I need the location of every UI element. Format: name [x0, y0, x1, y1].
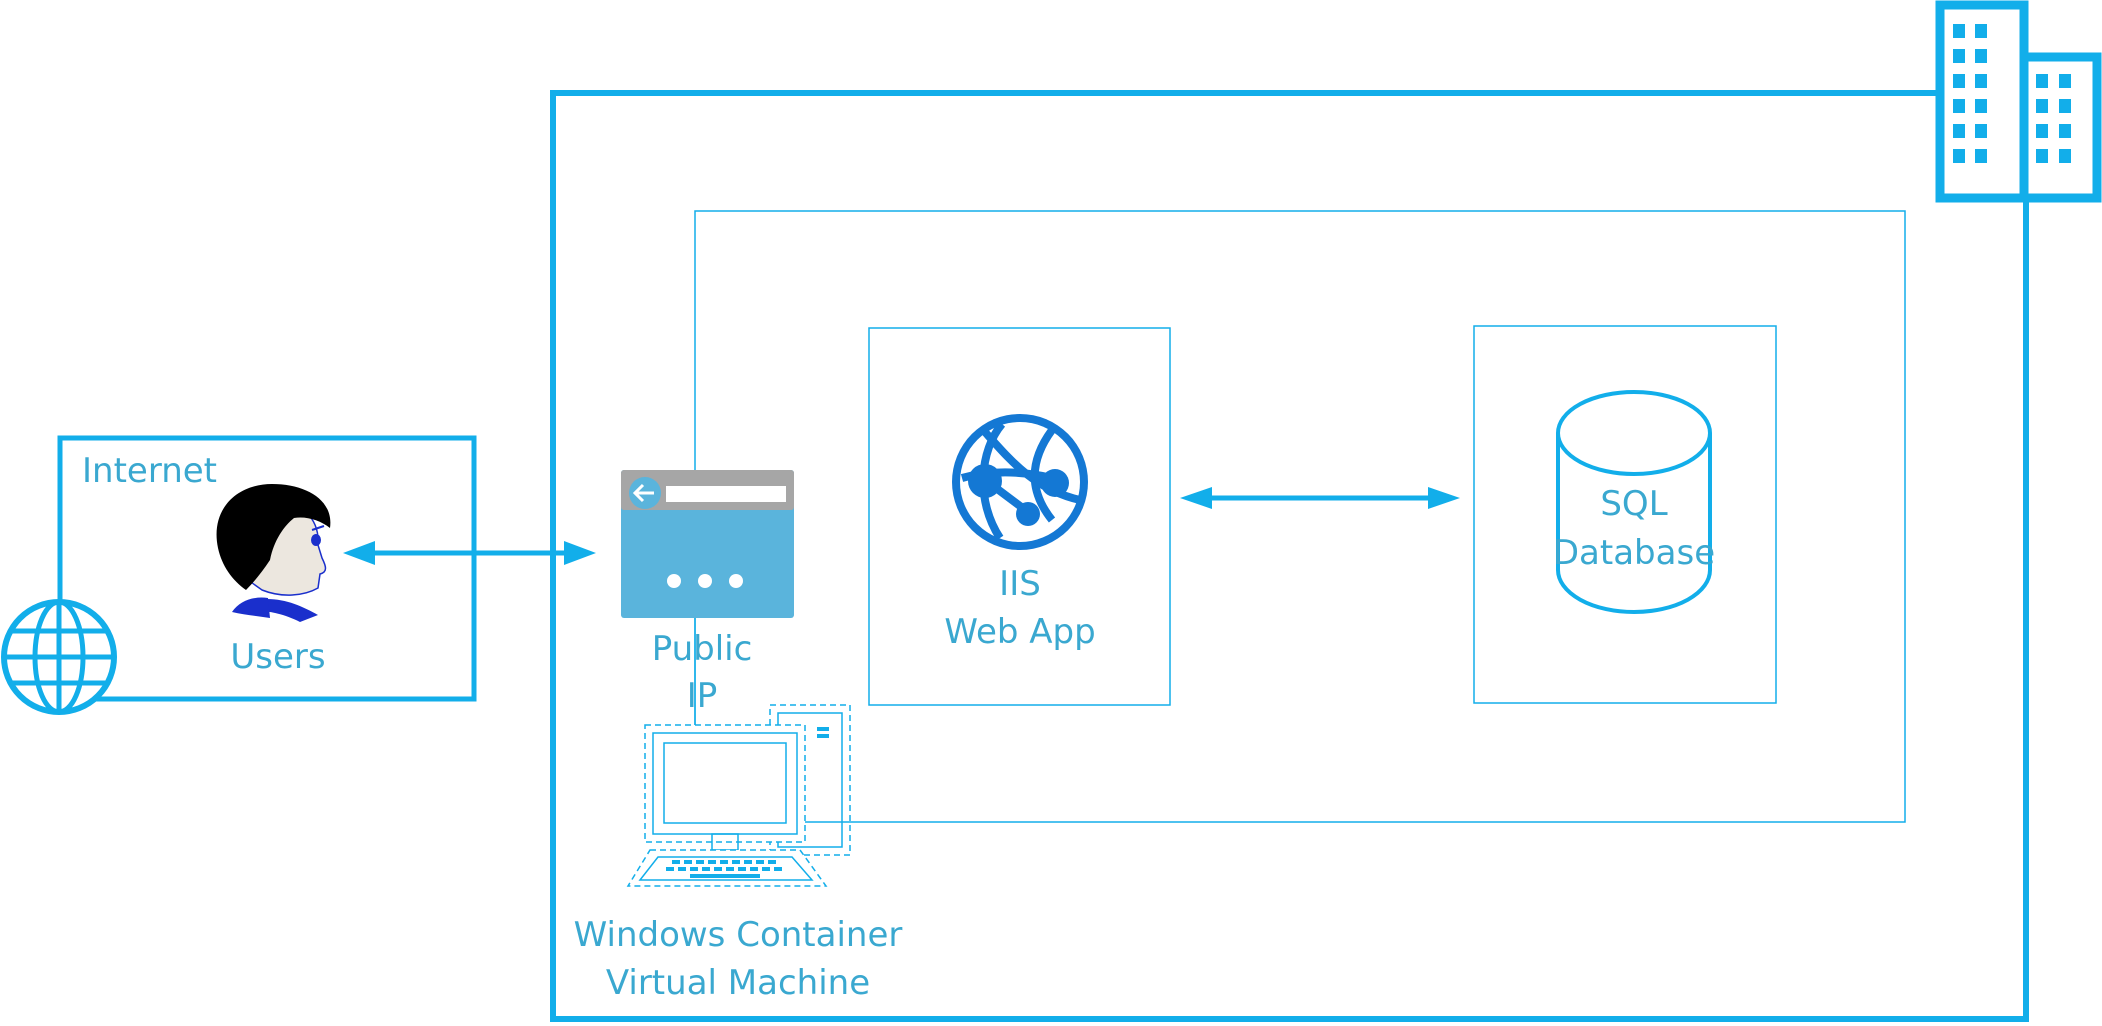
computer-icon — [626, 704, 851, 887]
vm-label-line1: Windows Container — [574, 915, 903, 955]
internet-box — [57, 435, 477, 702]
iis-sql-arrow — [1180, 487, 1460, 509]
iis-label-line2: Web App — [944, 612, 1095, 652]
sql-box — [1473, 325, 1777, 704]
users-label: Users — [230, 637, 325, 677]
office-buildings-icon — [1935, 0, 2102, 203]
vm-label-line2: Virtual Machine — [606, 963, 870, 1003]
sql-label-line2: Database — [1553, 533, 1715, 573]
user-face-icon — [216, 484, 331, 622]
public-ip-label-line2: IP — [687, 676, 718, 716]
iis-box — [868, 327, 1171, 706]
datacenter-boundary — [550, 90, 2029, 1022]
web-app-globe-icon — [952, 414, 1088, 550]
vm-network-boundary — [694, 210, 1906, 823]
internet-label: Internet — [82, 451, 217, 491]
browser-window-icon — [621, 470, 794, 618]
sql-label-line1: SQL — [1600, 484, 1667, 524]
iis-label-line1: IIS — [999, 564, 1041, 604]
public-ip-label-line1: Public — [652, 629, 753, 669]
database-cylinder-icon — [1556, 390, 1712, 614]
users-public-ip-arrow — [343, 541, 596, 565]
globe-icon — [1, 599, 117, 715]
